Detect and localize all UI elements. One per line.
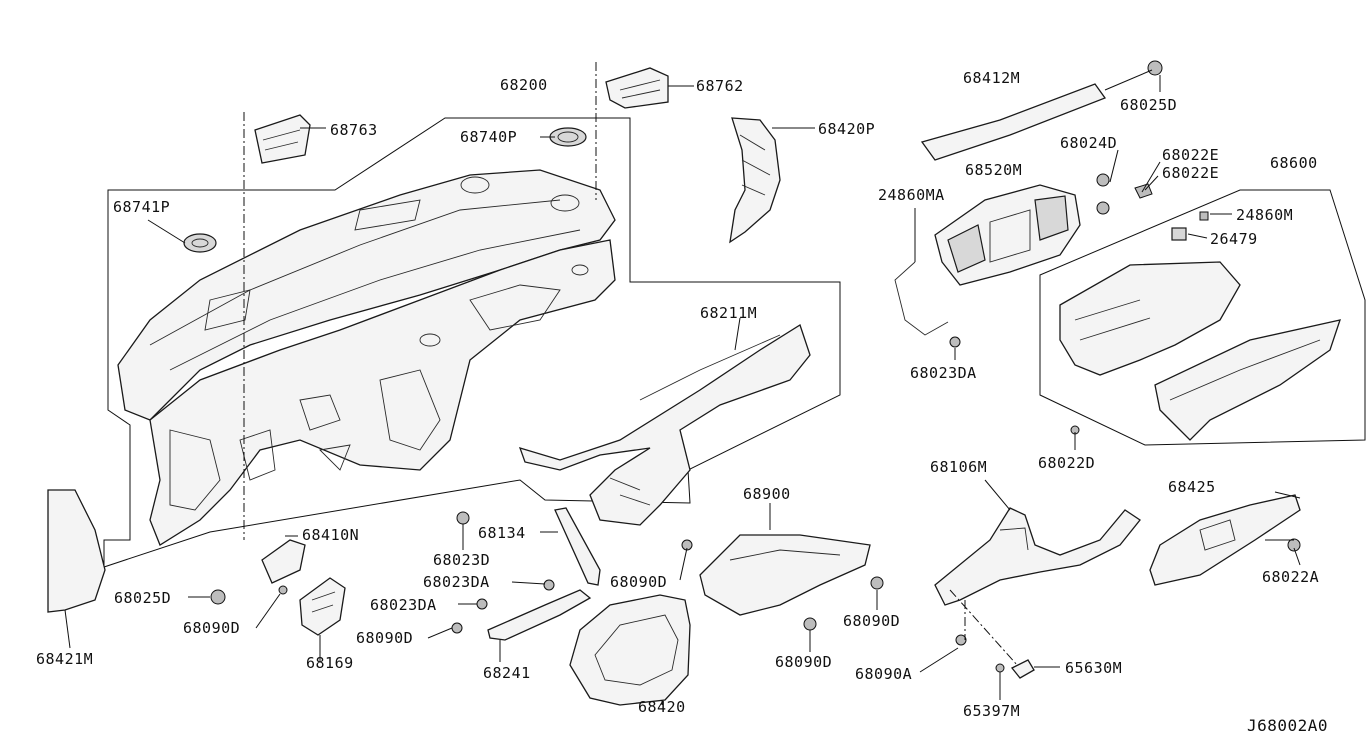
cap-68741P-part [183,233,217,253]
cover-65630M-part [1010,659,1035,679]
label-26479: 26479 [1210,230,1258,248]
fasteners [210,60,1301,673]
label-68022E-a: 68022E [1162,146,1219,164]
label-68410N: 68410N [302,526,359,544]
label-68025D-left: 68025D [114,589,171,607]
vent-68763-part [254,114,311,164]
label-68090D-a: 68090D [610,573,667,591]
label-65630M: 65630M [1065,659,1122,677]
meter-hood-68420-part [569,594,691,706]
reference-lines [243,62,1019,667]
cap-68740P-part [549,127,587,147]
label-68090D-d: 68090D [183,619,240,637]
label-68023DA-a: 68023DA [423,573,490,591]
label-68600: 68600 [1270,154,1318,172]
label-68740P: 68740P [460,128,517,146]
vent-68762-part [605,67,669,109]
undercover-68900-part [699,534,871,616]
label-68420P: 68420P [818,120,875,138]
label-24860MA: 24860MA [878,186,945,204]
label-68023DA-right: 68023DA [910,364,977,382]
cover-68106M-part [934,507,1141,606]
knee-pad-68241-part [487,589,592,641]
label-68520M: 68520M [965,161,1022,179]
label-68741P: 68741P [113,198,170,216]
side-trim-68421M-part [47,489,106,613]
switch-68169-part [299,577,346,636]
label-68022D: 68022D [1038,454,1095,472]
bracket-68420P-part [729,117,781,244]
leader-lines [64,69,1301,705]
label-68022A: 68022A [1262,568,1319,586]
label-68106M: 68106M [930,458,987,476]
label-68090A: 68090A [855,665,912,683]
label-68900: 68900 [743,485,791,503]
label-68211M: 68211M [700,304,757,322]
label-68425: 68425 [1168,478,1216,496]
label-68169: 68169 [306,654,354,672]
label-68024D: 68024D [1060,134,1117,152]
label-68412M: 68412M [963,69,1020,87]
instrument-panel-part [117,169,616,546]
glovebox-group-outline [1039,189,1366,446]
label-68200: 68200 [500,76,548,94]
label-68420: 68420 [638,698,686,716]
vent-68410N-part [261,539,306,584]
label-68023DA-b: 68023DA [370,596,437,614]
label-65397M: 65397M [963,702,1020,720]
diagram-reference-id: J68002A0 [1247,716,1328,735]
label-68763: 68763 [330,121,378,139]
bracket-68425-part [1149,494,1301,586]
label-68421M: 68421M [36,650,93,668]
label-68762: 68762 [696,77,744,95]
label-68090D-e: 68090D [356,629,413,647]
finisher-68211M-part [518,324,811,526]
label-24860M: 24860M [1236,206,1293,224]
label-68241: 68241 [483,664,531,682]
label-68134: 68134 [478,524,526,542]
label-68025D-top: 68025D [1120,96,1177,114]
label-68090D-c: 68090D [775,653,832,671]
label-68022E-b: 68022E [1162,164,1219,182]
bracket-68134-part [554,507,601,586]
bezel-68520M-part [934,184,1081,286]
label-68023D: 68023D [433,551,490,569]
glovebox-68600-part [1059,211,1341,441]
part-labels: 68200 68762 68763 68740P 68420P 68741P 6… [36,69,1328,735]
label-68090D-b: 68090D [843,612,900,630]
strip-68412M-part [920,83,1107,161]
harness-24860MA-part [894,261,949,336]
